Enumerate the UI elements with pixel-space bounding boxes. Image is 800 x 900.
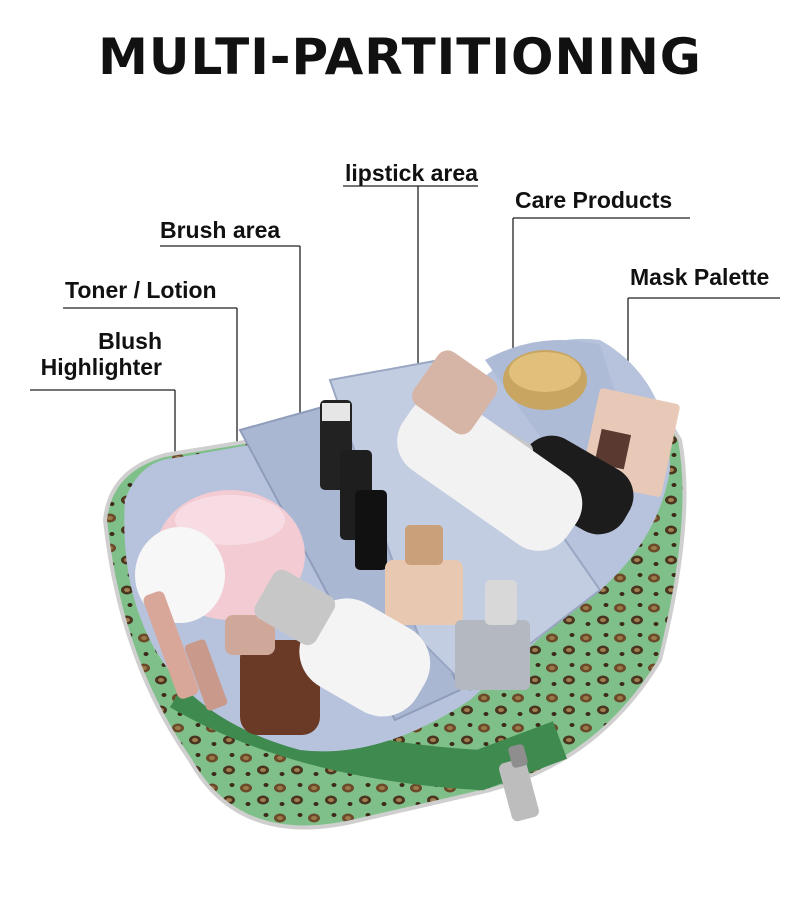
- label-blush: Blush: [98, 328, 162, 354]
- leader-lines: [30, 185, 780, 600]
- label-blush-highlighter: Blush Highlighter: [30, 328, 162, 380]
- label-brush-area: Brush area: [160, 217, 281, 243]
- label-mask-palette: Mask Palette: [630, 264, 770, 290]
- label-highlighter: Highlighter: [40, 354, 162, 380]
- makeup-brush: [143, 591, 199, 699]
- label-care-products: Care Products: [515, 187, 673, 213]
- foundation-cap: [405, 525, 443, 565]
- white-bottle: [397, 393, 583, 551]
- zipper-pull: [499, 758, 539, 822]
- lipstick-3: [355, 490, 387, 570]
- dropper-cap: [225, 615, 275, 655]
- rose-gold-cap: [412, 350, 498, 435]
- dropper-bottle: [240, 640, 320, 735]
- lotion-silver-cap: [254, 569, 336, 646]
- mask-palette-pan: [594, 428, 632, 470]
- label-lipstick-area: lipstick area: [345, 160, 478, 186]
- perfume-bottle: [455, 620, 530, 690]
- foundation-bottle: [385, 560, 463, 625]
- white-lotion-bottle: [299, 598, 431, 717]
- label-toner-lotion: Toner / Lotion: [65, 277, 217, 303]
- perfume-cap: [485, 580, 517, 625]
- page-title: MULTI-PARTITIONING: [98, 28, 702, 86]
